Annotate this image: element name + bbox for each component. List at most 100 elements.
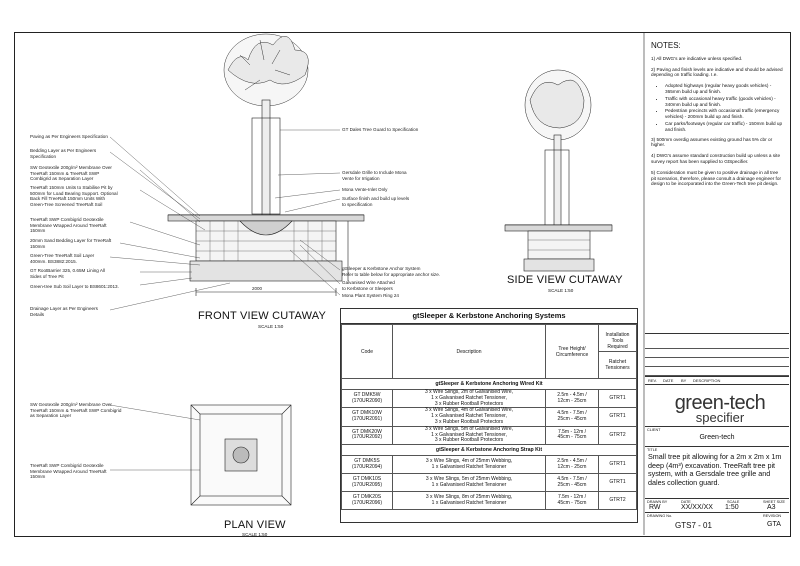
drawn-by-value: RW [649, 504, 661, 511]
cell-code: GT DMK10W (170UR2091) [341, 407, 393, 427]
notes-heading: NOTES: [651, 41, 681, 50]
col-description: Description [392, 324, 546, 379]
logo-specifier: specifier [695, 410, 745, 425]
notes-panel: NOTES: 1) All DWG's are indicative unles… [645, 33, 787, 333]
label-rootbarrier: GT RootBarrier 325, 0.65M Lining All Sid… [30, 268, 105, 279]
label-paving: Paving as Per Engineers Specification [30, 134, 108, 139]
col-tools-label: Installation Tools Required [599, 331, 636, 352]
cell-tool: GTRT1 [598, 455, 637, 475]
table-row: GT DMK10W (170UR2091) 3 x Wire Slings, 4… [341, 407, 637, 427]
sheet-size-label: SHEET SIZE [763, 500, 786, 504]
cell-size: 4.5m - 7.5m / 25cm - 45cm [545, 407, 599, 427]
note-2: 2) Paving and finish levels are indicati… [651, 66, 783, 78]
revision-label: REVISION [763, 514, 782, 518]
label-mona-ring: Mona Plant System Ring 24 [342, 293, 399, 298]
green-tech-specifier-logo: green-tech specifier [660, 392, 780, 425]
front-right-leaders [274, 129, 341, 296]
plan-label-combigrid: TreeRaft SWP Combigrid Geotextile Membra… [30, 463, 107, 480]
table-title: gtSleeper & Kerbstone Anchoring Systems [341, 309, 637, 324]
plan-label-geotextile: SW Geotextile 200g/m² Membrane Over Tree… [30, 402, 122, 419]
side-view-scale: SCALE 1:50 [548, 288, 574, 293]
note-2-bullets: Adopted highways (regular heavy goods ve… [659, 83, 783, 132]
cell-desc: 3 x Wire Slings, 2m of Galvanised Wire, … [392, 388, 546, 409]
label-drainage: Drainage Layer as Per Engineers Details [30, 306, 98, 317]
note-bullet: Traffic with occasional heavy traffic (g… [665, 96, 783, 108]
cell-size: 7.5m - 12m / 45cm - 75cm [545, 425, 599, 446]
side-tree-trunk [553, 134, 562, 226]
front-tree-guard [251, 117, 281, 215]
cell-tool: GTRT1 [598, 473, 637, 493]
col-ratchet: Ratchet Tensioners [605, 359, 630, 371]
table-row: GT DMK10S (170UR2095) 3 x Wire Slings, 5… [341, 473, 637, 493]
label-combigrid: TreeRaft SWP Combigrid Geotextile Membra… [30, 217, 107, 234]
title-value: Small tree pit allowing for a 2m x 2m x … [648, 452, 782, 487]
cell-code: GT DMK20S (170UR2096) [341, 491, 393, 511]
title-block-top-rule [645, 333, 789, 334]
section-strap-kit: gtSleeper & Kerbstone Anchoring Strap Ki… [341, 444, 637, 457]
revision-header: REV. DATE BY DESCRIPTION [645, 376, 789, 385]
anchoring-table: gtSleeper & Kerbstone Anchoring Systems … [340, 308, 638, 523]
plan-view-title: PLAN VIEW [224, 519, 286, 531]
front-rootball [239, 220, 293, 236]
front-tree-canopy [223, 33, 309, 107]
cell-tool: GTRT1 [598, 407, 637, 427]
cell-desc: 3 x Wire Slings, 5m of 25mm Webbing, 1 x… [392, 473, 546, 493]
cell-desc: 3 x Wire Slings, 5m of Galvanised Wire, … [392, 425, 546, 446]
note-5: 5) Consideration must be given to positi… [651, 169, 782, 187]
drawing-number-value: GTS7 - 01 [675, 521, 712, 530]
plan-trunk [232, 446, 250, 464]
revision-value: GTA [767, 521, 781, 528]
drawn-by-label: DRAWN BY [647, 500, 668, 504]
description-col: DESCRIPTION [693, 378, 721, 383]
side-soil [523, 258, 595, 272]
rev-col: REV. [648, 378, 657, 383]
table-row: GT DMK5W (170UR2090) 3 x Wire Slings, 2m… [341, 388, 637, 409]
label-surface-finish: Surface finish and build up levels to sp… [342, 196, 410, 207]
cell-tool: GTRT2 [598, 425, 637, 446]
label-treeraft-units: TreeRaft 150mm Units to Stabilise Pit by… [30, 185, 118, 207]
side-view-title: SIDE VIEW CUTAWAY [507, 274, 623, 286]
section-wired-kit: gtSleeper & Kerbstone Anchoring Wired Ki… [341, 378, 637, 390]
label-soil-layer: Green-Tree TreeRaft Soil Layer 400mm. BS… [30, 253, 95, 264]
cell-size: 4.5m - 7.5m / 25cm - 45cm [545, 473, 599, 493]
drawing-number-label: DRAWING No. [647, 514, 673, 518]
side-treeraft [527, 230, 591, 260]
col-tree-height: Tree Height/ Circumference [545, 324, 599, 379]
cell-desc: 3 x Wire Slings, 4m of Galvanised Wire, … [392, 407, 546, 427]
label-gersdale-grille: Gersdale Grille to Include Mona Vente fo… [342, 170, 407, 181]
table-row: GT DMK20S (170UR2096) 3 x Wire Slings, 8… [341, 491, 637, 511]
front-left-leaders [109, 136, 231, 311]
front-tree-trunk [261, 99, 271, 216]
note-1: 1) All DWG's are indicative unless speci… [651, 55, 743, 61]
scale-value: 1:50 [725, 504, 739, 511]
label-tree-guard: GT Dales Tree Guard to Specification [342, 127, 419, 132]
drawing-number-row: DRAWING No. GTS7 - 01 REVISION GTA [645, 512, 789, 535]
note-bullet: Car parks/footways (regular car traffic)… [665, 121, 783, 133]
cell-size: 2.5m - 4.5m / 12cm - 25cm [545, 388, 599, 409]
cell-size: 2.5m - 4.5m / 12cm - 25cm [545, 455, 599, 475]
plan-view-scale: SCALE 1:50 [242, 532, 268, 537]
cell-tool: GTRT1 [598, 388, 637, 409]
col-tools: Installation Tools Required Ratchet Tens… [598, 324, 637, 379]
plan-inner [199, 413, 283, 497]
label-sub-soil: Green-tree Sub Soil Layer to BS8601:2013… [30, 284, 119, 289]
cell-desc: 3 x Wire Slings, 8m of 25mm Webbing, 1 x… [392, 491, 546, 511]
title-label: TITLE [647, 448, 658, 452]
cell-tool: GTRT2 [598, 491, 637, 511]
front-view-scale: SCALE 1:50 [258, 324, 284, 329]
label-mona-inlet: Mona Vente-Inlet Only [342, 187, 388, 192]
cell-code: GT DMK10S (170UR2095) [341, 473, 393, 493]
drawing-sheet-border [14, 32, 791, 537]
table-row: GT DMK5S (170UR2094) 3 x Wire Slings, 4m… [341, 455, 637, 475]
cell-code: GT DMK5W (170UR2090) [341, 388, 393, 409]
date-col: DATE [663, 378, 674, 383]
note-bullet: Adopted highways (regular heavy goods ve… [665, 83, 783, 95]
note-bullet: Pedestrian precincts with occasional tra… [665, 108, 783, 120]
drawn-row: DRAWN BY RW DATE XX/XX/XX SCALE 1:50 SHE… [645, 498, 789, 513]
client-label: CLIENT [647, 428, 661, 432]
label-bedding: Bedding Layer as Per Engineers Specifica… [30, 148, 97, 159]
title-box: TITLE Small tree pit allowing for a 2m x… [645, 446, 789, 499]
logo-green-tech: green-tech [674, 392, 766, 414]
client-box: CLIENT Green-tech [645, 426, 789, 447]
